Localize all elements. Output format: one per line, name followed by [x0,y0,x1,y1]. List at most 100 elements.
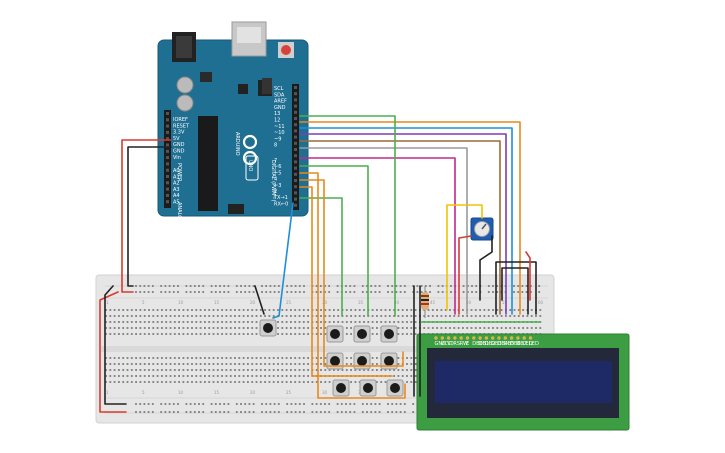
breadboard-hole[interactable] [130,333,133,335]
breadboard-hole[interactable] [529,285,532,287]
breadboard-hole[interactable] [186,315,189,317]
header-pin[interactable] [294,179,297,182]
lcd-pin[interactable] [459,336,463,340]
breadboard-hole[interactable] [319,285,322,287]
breadboard-hole[interactable] [269,285,272,287]
breadboard-hole[interactable] [225,309,228,311]
breadboard-hole[interactable] [268,357,271,359]
lcd-pin[interactable] [484,336,489,340]
breadboard-hole[interactable] [401,333,404,335]
breadboard-hole[interactable] [311,403,314,405]
breadboard-hole[interactable] [393,375,395,377]
breadboard-hole[interactable] [186,321,189,323]
breadboard-hole[interactable] [387,291,389,293]
breadboard-hole[interactable] [198,291,200,293]
breadboard-hole[interactable] [290,327,292,329]
breadboard-hole[interactable] [169,369,172,371]
breadboard-hole[interactable] [139,381,142,383]
breadboard-hole[interactable] [294,381,297,383]
breadboard-hole[interactable] [139,315,142,317]
breadboard-hole[interactable] [135,375,137,377]
breadboard-hole[interactable] [160,411,163,413]
breadboard-hole[interactable] [212,333,215,335]
breadboard-hole[interactable] [290,309,292,311]
breadboard-hole[interactable] [251,357,254,359]
breadboard-hole[interactable] [285,315,288,317]
breadboard-hole[interactable] [178,327,180,329]
breadboard-hole[interactable] [441,291,444,293]
breadboard-hole[interactable] [303,403,305,405]
breadboard-hole[interactable] [247,327,249,329]
lcd-pin[interactable] [440,336,444,340]
breadboard-hole[interactable] [178,321,180,323]
breadboard-hole[interactable] [395,403,398,405]
breadboard-hole[interactable] [126,375,129,377]
breadboard-hole[interactable] [219,291,221,293]
breadboard-hole[interactable] [182,309,185,311]
header-pin[interactable] [294,166,297,170]
breadboard-hole[interactable] [378,403,381,405]
breadboard-hole[interactable] [354,381,357,383]
breadboard-hole[interactable] [345,285,347,287]
breadboard-hole[interactable] [285,375,288,377]
breadboard-hole[interactable] [147,403,150,405]
breadboard-hole[interactable] [286,291,289,293]
breadboard-hole[interactable] [281,381,284,383]
breadboard-hole[interactable] [399,285,402,287]
breadboard-hole[interactable] [285,321,288,323]
breadboard-hole[interactable] [148,381,150,383]
header-pin[interactable] [294,185,297,189]
breadboard-hole[interactable] [195,333,198,335]
breadboard-hole[interactable] [371,309,374,311]
breadboard-hole[interactable] [130,315,133,317]
breadboard-hole[interactable] [105,333,107,335]
breadboard-hole[interactable] [371,363,374,365]
breadboard-hole[interactable] [450,285,452,287]
breadboard-hole[interactable] [269,291,272,293]
breadboard-hole[interactable] [294,291,297,293]
breadboard-hole[interactable] [105,369,107,371]
breadboard-hole[interactable] [156,363,159,365]
breadboard-hole[interactable] [539,327,542,329]
breadboard-hole[interactable] [525,291,528,293]
breadboard-hole[interactable] [173,333,176,335]
breadboard-hole[interactable] [165,357,168,359]
pushbutton[interactable] [259,319,277,337]
breadboard-hole[interactable] [462,285,465,287]
breadboard-hole[interactable] [122,327,125,329]
breadboard-hole[interactable] [285,369,288,371]
breadboard-hole[interactable] [436,327,438,329]
breadboard-hole[interactable] [277,381,279,383]
breadboard-hole[interactable] [210,291,213,293]
breadboard-hole[interactable] [212,357,215,359]
breadboard-hole[interactable] [350,369,352,371]
breadboard-hole[interactable] [290,363,292,365]
breadboard-hole[interactable] [199,369,202,371]
breadboard-hole[interactable] [178,315,180,317]
breadboard-hole[interactable] [298,375,301,377]
breadboard-hole[interactable] [500,315,503,317]
breadboard-hole[interactable] [538,291,541,293]
breadboard-hole[interactable] [208,363,211,365]
breadboard-hole[interactable] [345,327,348,329]
breadboard-hole[interactable] [272,375,275,377]
breadboard-hole[interactable] [156,333,159,335]
header-pin[interactable] [166,168,169,172]
breadboard-hole[interactable] [341,321,344,323]
breadboard-hole[interactable] [234,315,236,317]
breadboard-hole[interactable] [401,309,404,311]
breadboard-hole[interactable] [252,411,255,413]
breadboard-hole[interactable] [139,321,142,323]
breadboard-hole[interactable] [126,369,129,371]
breadboard-hole[interactable] [401,375,404,377]
breadboard-hole[interactable] [492,315,494,317]
breadboard-hole[interactable] [210,285,213,287]
header-pin[interactable] [166,193,169,197]
pushbutton[interactable] [326,352,344,370]
breadboard-hole[interactable] [227,403,230,405]
breadboard-hole[interactable] [189,285,192,287]
breadboard-hole[interactable] [118,327,120,329]
breadboard-hole[interactable] [122,315,125,317]
breadboard-hole[interactable] [535,327,537,329]
breadboard-hole[interactable] [242,321,245,323]
